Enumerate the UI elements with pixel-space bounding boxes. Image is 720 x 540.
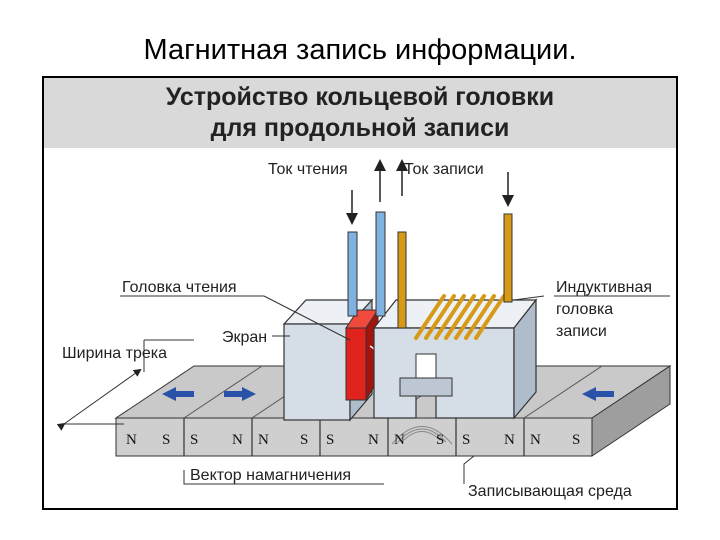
track-width-label: Ширина трека bbox=[62, 345, 167, 362]
read-head-label: Головка чтения bbox=[122, 279, 237, 296]
pole-label: S bbox=[572, 432, 580, 448]
pole-label: S bbox=[436, 432, 444, 448]
read-head-element bbox=[345, 308, 379, 402]
pole-label: N bbox=[258, 432, 269, 448]
diagram-header: Устройство кольцевой головки для продоль… bbox=[44, 78, 676, 148]
pole-label: N bbox=[504, 432, 515, 448]
diagram-title-line2: для продольной записи bbox=[210, 114, 510, 142]
read-current-label: Ток чтения bbox=[268, 161, 348, 178]
pole-label: S bbox=[190, 432, 198, 448]
slide-title: Магнитная запись информации. bbox=[143, 34, 577, 66]
pole-label: N bbox=[126, 432, 137, 448]
write-current-label: Ток записи bbox=[404, 161, 484, 178]
pole-label: S bbox=[326, 432, 334, 448]
recording-medium-label: Записывающая среда bbox=[468, 483, 632, 500]
inductive-head-label-line2: головка bbox=[556, 301, 613, 318]
head-diagram: Устройство кольцевой головки для продоль… bbox=[42, 76, 678, 510]
current-leads bbox=[347, 211, 513, 329]
inductive-head-label-line3: записи bbox=[556, 323, 607, 340]
pole-label: N bbox=[530, 432, 541, 448]
pole-label: S bbox=[462, 432, 470, 448]
shield-label: Экран bbox=[222, 329, 267, 346]
head-illustration: N S S N N S S N N S S N N S bbox=[56, 159, 672, 500]
inductive-write-head bbox=[372, 294, 538, 420]
inductive-head-label-line1: Индуктивная bbox=[556, 279, 652, 296]
pole-label: S bbox=[300, 432, 308, 448]
pole-label: N bbox=[394, 432, 405, 448]
pole-label: S bbox=[162, 432, 170, 448]
pole-label: N bbox=[368, 432, 379, 448]
pole-label: N bbox=[232, 432, 243, 448]
magnetization-vector-label: Вектор намагничения bbox=[190, 467, 351, 484]
diagram-title-line1: Устройство кольцевой головки bbox=[165, 83, 555, 111]
